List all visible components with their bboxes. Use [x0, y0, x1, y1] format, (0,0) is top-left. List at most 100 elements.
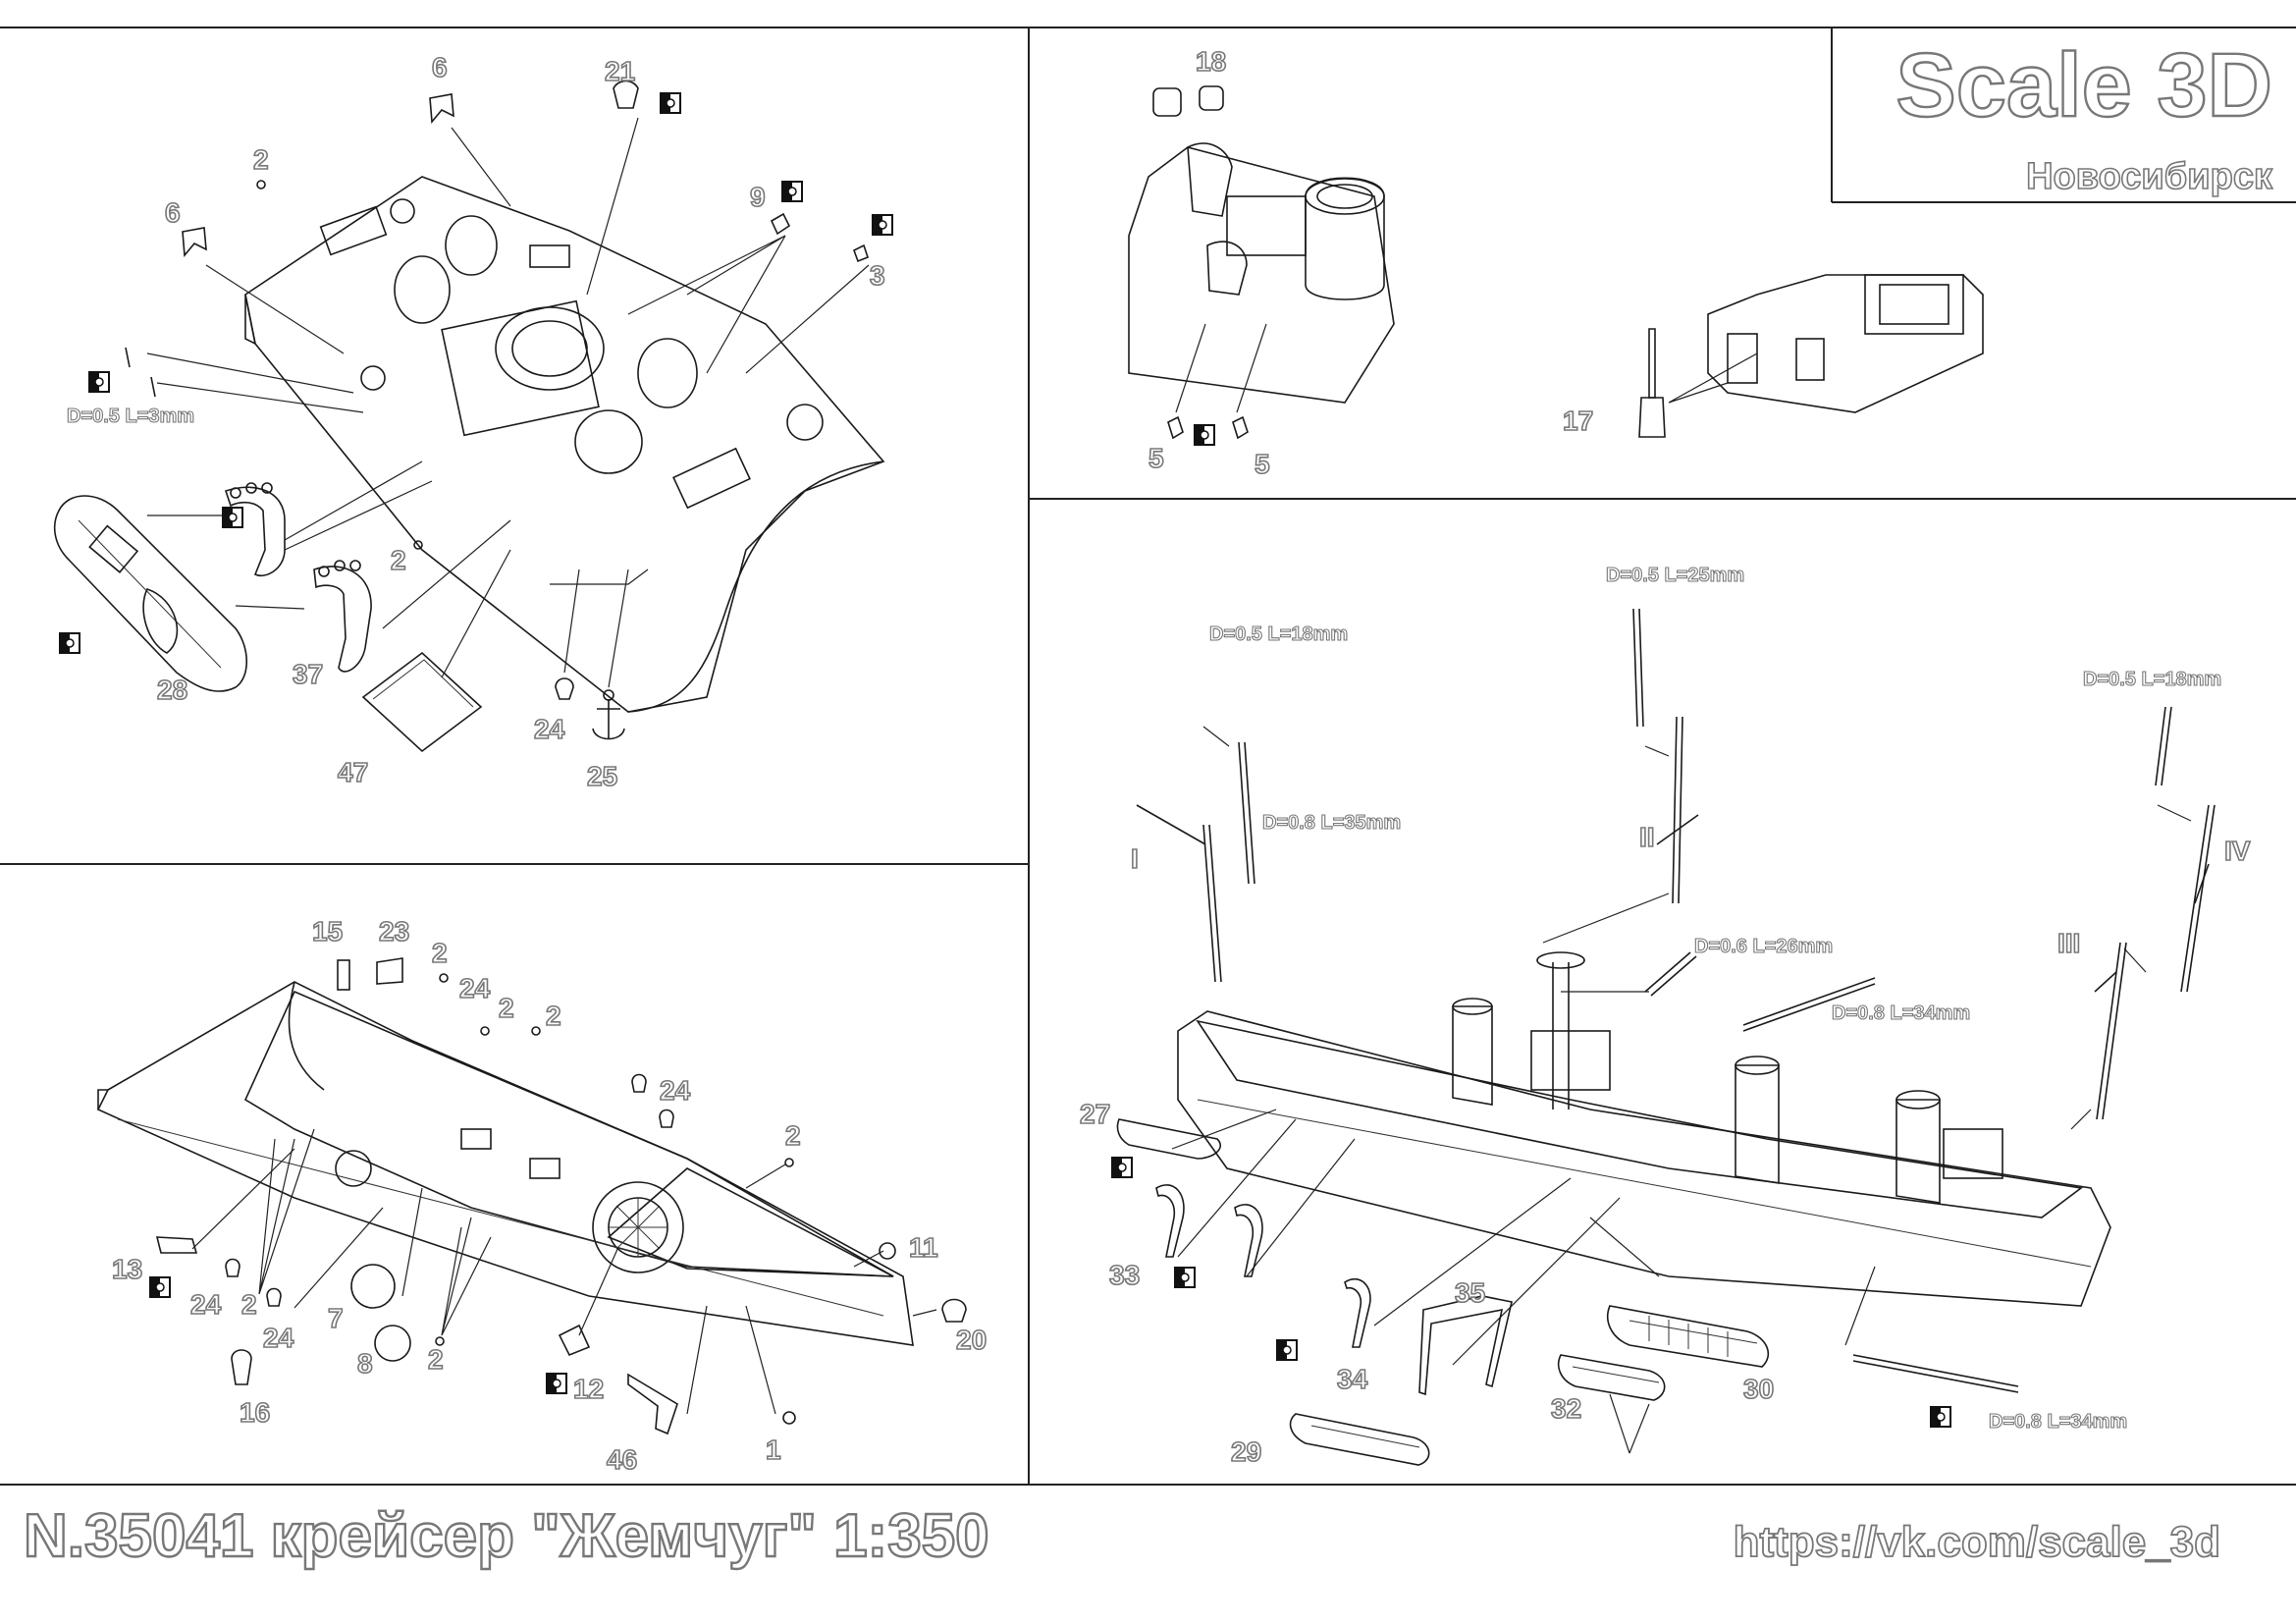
part-number: 8: [357, 1348, 373, 1379]
panel-frames: [0, 27, 2296, 1486]
part-number: 2: [785, 1120, 801, 1151]
part-number: 47: [338, 757, 368, 787]
part-number: 35: [1455, 1277, 1485, 1308]
part-number: 24: [660, 1075, 691, 1106]
part-number: 32: [1551, 1393, 1581, 1424]
dimension-label: D=0.8 L=35mm: [1262, 812, 1401, 834]
part-number: 13: [112, 1254, 142, 1284]
part-number: 1: [766, 1435, 781, 1465]
footer-title: N.35041 крейсер "Жемчуг" 1:350: [24, 1502, 989, 1570]
brand-city: Новосибирск: [2026, 156, 2273, 197]
grating-47: [361, 651, 483, 753]
leader-lines-bottom-left: [191, 1128, 937, 1415]
leader-lines-top-left: [146, 117, 870, 688]
paint-marker-icon: [148, 1275, 172, 1299]
dimension-label: D=0.8 L=34mm: [1832, 1002, 1970, 1024]
part-number: 20: [956, 1325, 987, 1355]
paint-marker-icon: [221, 506, 244, 529]
part-number: 6: [432, 52, 448, 82]
hull-bow-view: [96, 981, 914, 1346]
part-number: 24: [534, 714, 565, 744]
paint-marker-icon-group-br: [1110, 1156, 1952, 1429]
dimension-label: D=0.5 L=18mm: [1209, 623, 1348, 645]
part-number: 2: [253, 144, 269, 175]
masts: [1136, 608, 2216, 1393]
small-parts-top-right: [1167, 323, 1267, 447]
footer: N.35041 крейсер "Жемчуг" 1:350 https://v…: [23, 1501, 2221, 1571]
brand-name: Scale 3D: [1896, 35, 2272, 135]
part-number: 15: [312, 916, 343, 947]
paint-marker-icon: [1173, 1266, 1197, 1289]
mast-label: II: [1639, 822, 1655, 852]
part-number: 37: [293, 659, 323, 689]
part-number: 18: [1196, 46, 1226, 77]
part-number: 11: [909, 1232, 938, 1263]
part-number: 30: [1743, 1374, 1774, 1404]
part-number: 24: [459, 973, 491, 1003]
part-numbers-top-right: 18 5 5 17: [1148, 45, 1594, 480]
part-number: 12: [573, 1374, 604, 1404]
part-number: 2: [391, 545, 406, 575]
paint-marker-icon: [58, 631, 81, 655]
part-number: 5: [1148, 443, 1164, 473]
part-number: 2: [432, 938, 448, 968]
small-parts-bottom-left: [155, 957, 967, 1435]
part-number: 25: [587, 761, 617, 791]
paint-marker-icon: [1110, 1156, 1134, 1179]
superstructure-view: [1128, 85, 1395, 404]
part-number: 7: [328, 1303, 344, 1333]
part-number: 17: [1563, 406, 1593, 436]
part-number: 21: [605, 56, 635, 86]
part-number: 23: [379, 916, 409, 947]
part-numbers-bottom-right: 27 33 35 34 29 32 30 I II III IV D=0.5 L…: [1079, 564, 2251, 1467]
bow-deck-view: [244, 176, 885, 713]
part-number: 2: [499, 993, 514, 1023]
part-number: 29: [1231, 1436, 1261, 1467]
brand-block: Scale 3D Новосибирск: [1895, 34, 2274, 198]
part-number: 24: [190, 1289, 222, 1320]
mast-label: III: [2057, 928, 2080, 958]
part-number: 46: [607, 1444, 637, 1475]
mast-label: IV: [2224, 836, 2251, 866]
ship-full-view: [1177, 951, 2111, 1307]
boats-and-davits: [1116, 1118, 1770, 1466]
paint-marker-icon-group-tl: [58, 91, 894, 655]
part-number: 6: [165, 197, 181, 228]
part-number: 5: [1255, 449, 1270, 479]
dimension-label: D=0.6 L=26mm: [1694, 936, 1833, 957]
paint-marker-icon: [545, 1372, 568, 1395]
dimension-label: D=0.5 L=25mm: [1606, 565, 1744, 586]
davit-parts-37: [224, 482, 372, 673]
part-number: 2: [241, 1289, 257, 1320]
paint-marker-icon: [659, 91, 682, 115]
paint-marker-icon: [87, 370, 111, 394]
part-number: 27: [1080, 1099, 1110, 1129]
dimension-label: D=0.5 L=3mm: [67, 406, 194, 427]
anchor-icon: [592, 689, 625, 740]
part-number: 28: [157, 675, 187, 705]
part-numbers-top-left: 6 21 2 9 3 6 2 28 37 24 25 47 D=0.5 L=3m…: [66, 51, 885, 792]
part-number: 24: [263, 1323, 294, 1353]
small-parts-top-left: [125, 80, 869, 700]
leader-lines-bottom-right: [1171, 726, 2192, 1454]
bridge-deck-17: [1638, 274, 1984, 438]
paint-marker-icon: [780, 180, 804, 203]
mast-label: I: [1131, 843, 1139, 874]
part-number: 2: [546, 1001, 561, 1031]
part-number: 33: [1109, 1260, 1140, 1290]
part-number: 2: [428, 1344, 444, 1375]
dimension-label: D=0.5 L=18mm: [2083, 669, 2221, 690]
part-number: 3: [870, 260, 885, 291]
dimension-label: D=0.8 L=34mm: [1989, 1411, 2127, 1433]
part-number: 16: [240, 1397, 270, 1428]
paint-marker-icon: [1929, 1405, 1952, 1429]
part-numbers-bottom-left: 15 23 2 24 2 2 24 2 11 13 24 2 24 7 8 2 …: [111, 915, 988, 1476]
paint-marker-icon: [871, 213, 894, 237]
part-number: 9: [750, 182, 766, 212]
paint-marker-icon: [1275, 1338, 1299, 1362]
boat-28: [53, 495, 247, 692]
paint-marker-icon: [1193, 423, 1216, 447]
part-number: 34: [1337, 1364, 1368, 1394]
